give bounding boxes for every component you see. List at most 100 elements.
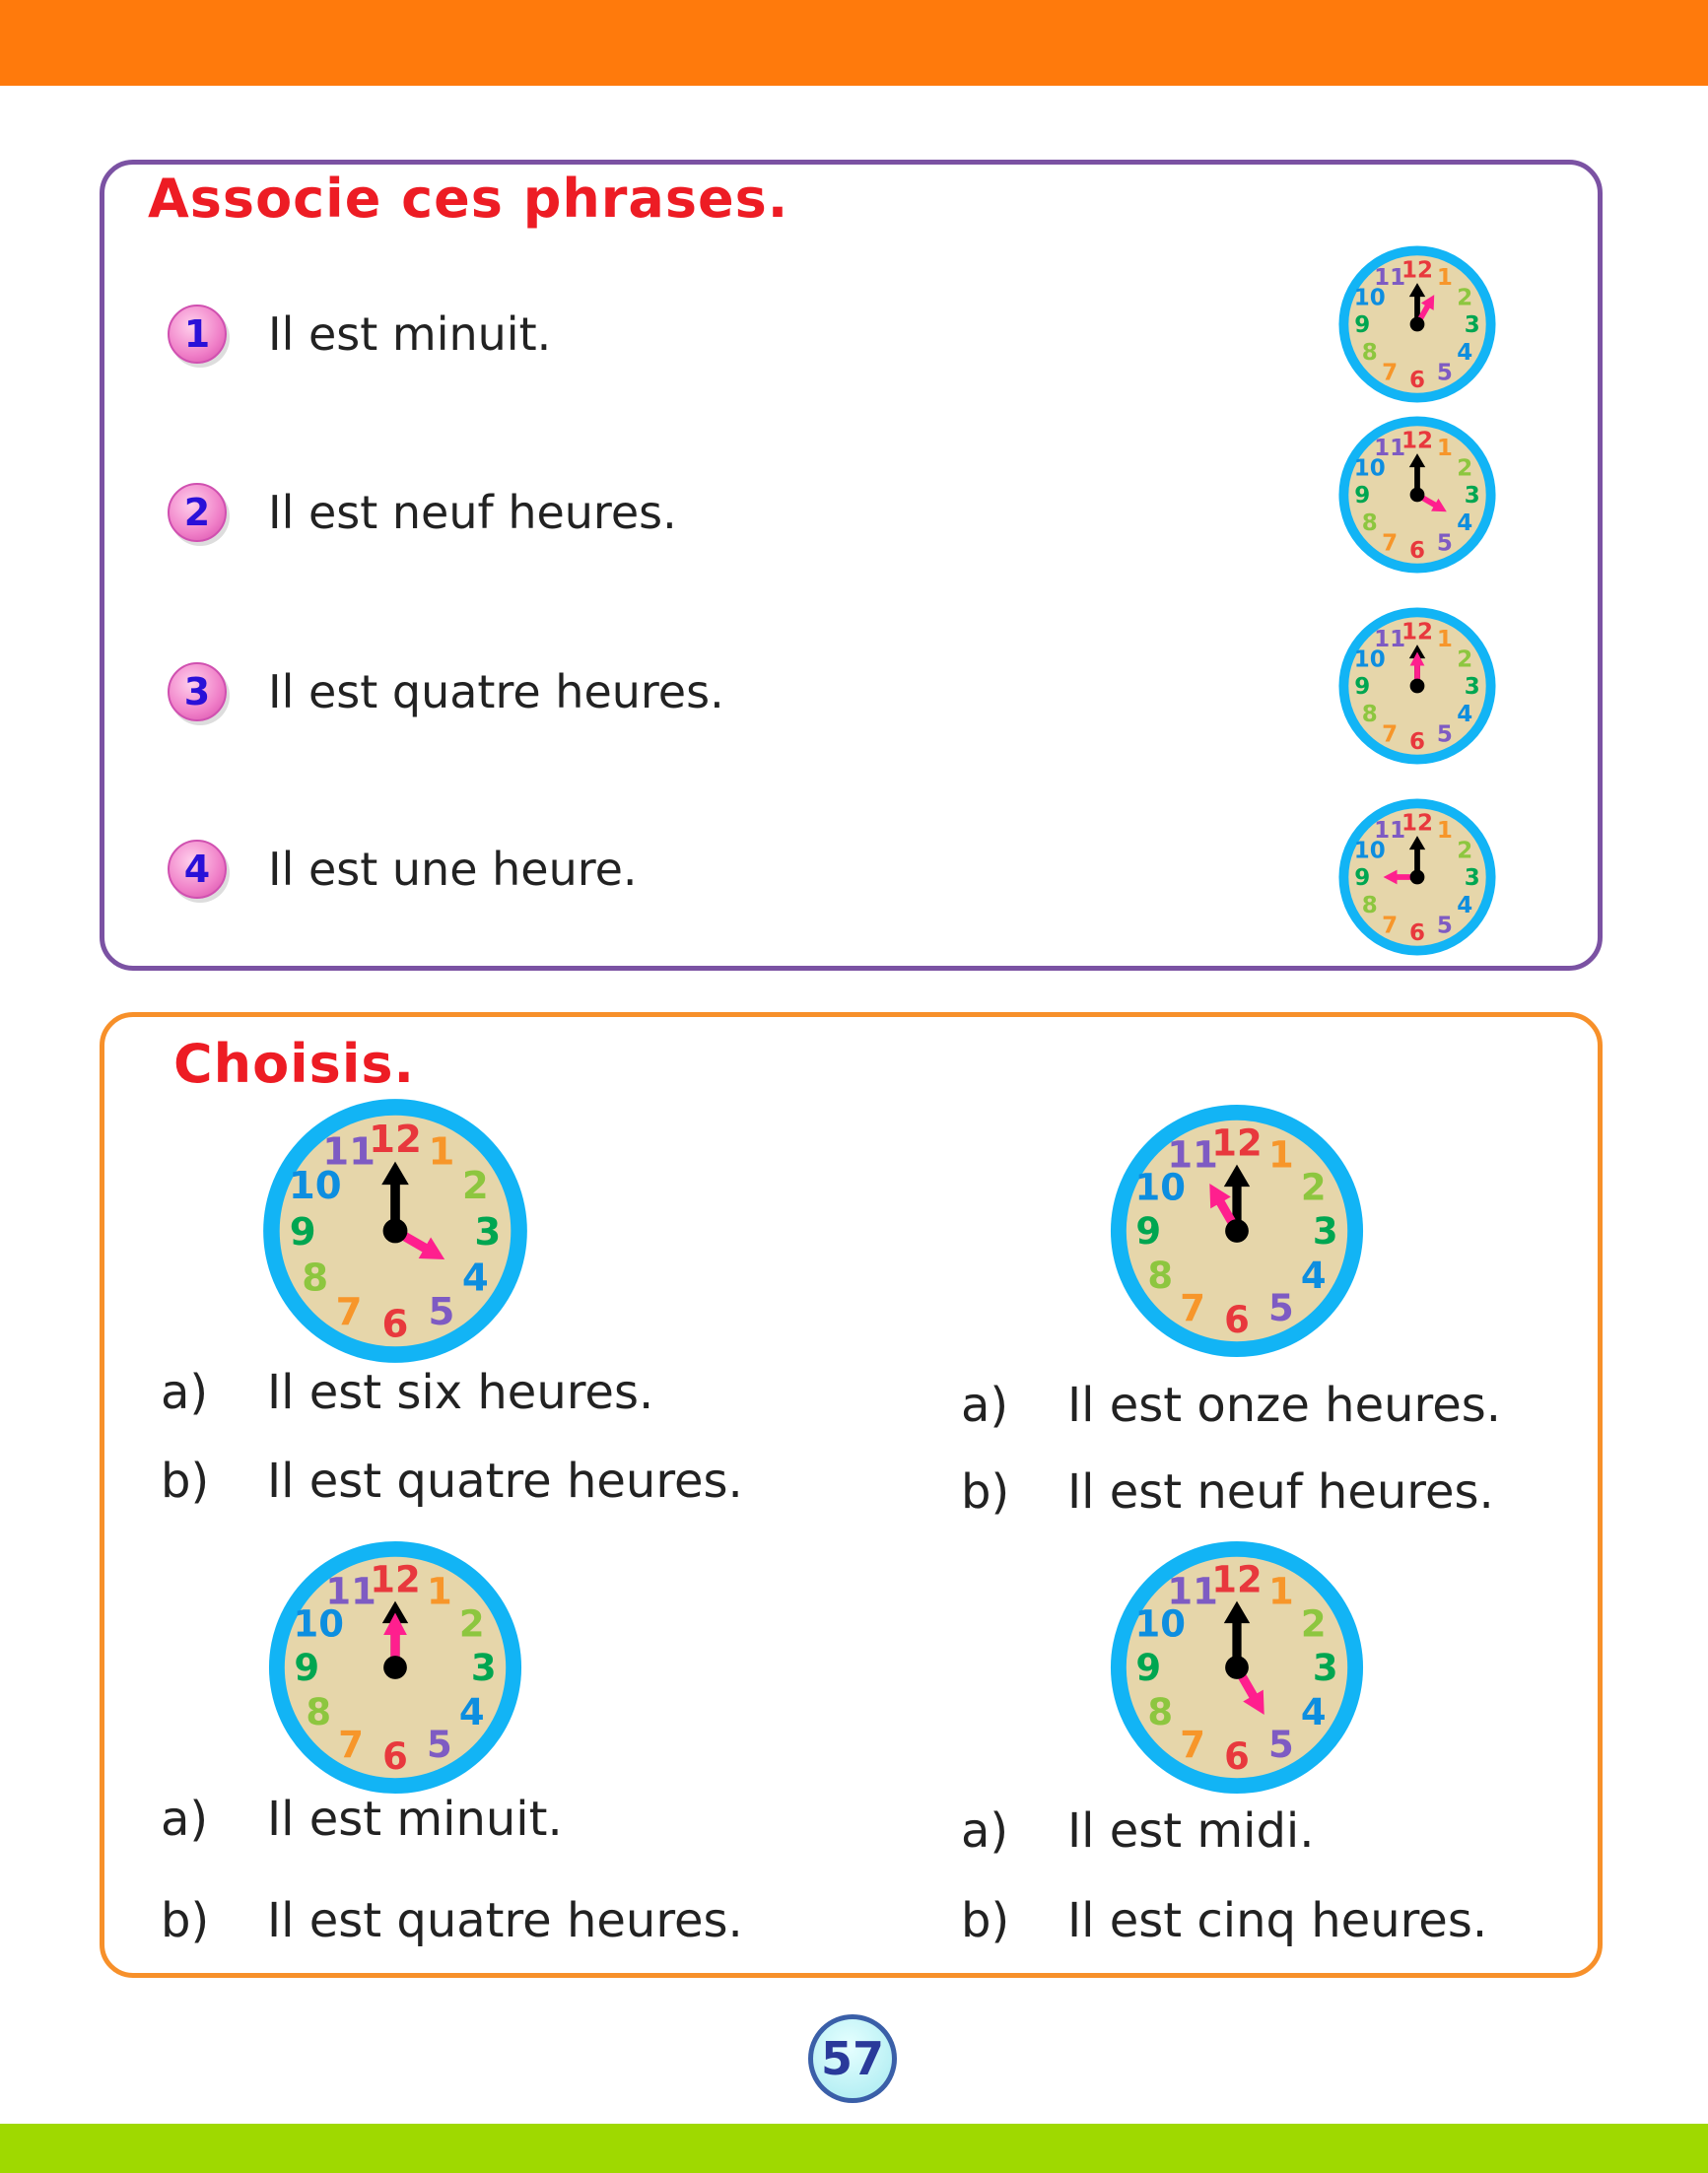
clock-numeral: 8 (1147, 1691, 1173, 1733)
sentence: Il est minuit. (268, 307, 552, 361)
minute-hand-arrow (381, 1161, 409, 1186)
clock-numeral: 10 (1135, 1166, 1186, 1208)
clock-numeral: 9 (1354, 865, 1370, 891)
clock-numeral: 8 (1362, 510, 1378, 536)
clock-numeral: 1 (1437, 818, 1453, 844)
clock-numeral: 7 (1382, 530, 1398, 556)
clock-numeral: 4 (1457, 510, 1472, 536)
associate-item[interactable]: 2 Il est neuf heures. (168, 481, 677, 544)
clock-numeral: 7 (1382, 721, 1398, 747)
clock-numeral: 4 (462, 1256, 489, 1301)
clock-numeral: 10 (1354, 455, 1386, 481)
clock-numeral: 11 (322, 1130, 376, 1175)
option-text: Il est onze heures. (1067, 1378, 1501, 1433)
clock-numeral: 1 (1268, 1570, 1294, 1612)
option-text: Il est quatre heures. (267, 1454, 743, 1509)
option-a[interactable]: a)Il est midi. (961, 1803, 1315, 1859)
clock-numeral: 5 (427, 1724, 452, 1766)
clock-center (1409, 487, 1425, 503)
clock-numeral: 1 (1437, 627, 1453, 652)
clock-numeral: 1 (427, 1570, 452, 1612)
clock-numeral: 4 (1457, 702, 1472, 727)
option-a[interactable]: a) Il est onze heures. (961, 1378, 1501, 1433)
number-badge: 2 (168, 483, 227, 542)
minute-hand-arrow (1223, 1600, 1251, 1624)
clock-numeral: 2 (1457, 646, 1472, 672)
clock-numeral: 3 (474, 1210, 501, 1255)
clock-numeral: 10 (1135, 1602, 1186, 1645)
clock-numeral: 1 (1437, 436, 1453, 461)
clock-numeral: 1 (428, 1130, 454, 1175)
option-label: a) (161, 1365, 209, 1420)
option-b[interactable]: b)Il est neuf heures. (961, 1464, 1494, 1520)
clock-numeral: 2 (1301, 1602, 1327, 1645)
associate-item[interactable]: 4 Il est une heure. (168, 838, 638, 901)
top-color-bar (0, 0, 1708, 86)
clock-numeral: 10 (289, 1164, 342, 1208)
clock-numeral: 7 (338, 1724, 364, 1766)
clock-numeral: 12 (1401, 257, 1433, 283)
clock-numeral: 4 (1457, 893, 1472, 918)
associate-exercise-box (100, 160, 1603, 971)
minute-hand-arrow (1408, 283, 1426, 298)
clock-numeral: 2 (1301, 1166, 1327, 1208)
clock-numeral: 9 (294, 1647, 319, 1689)
option-label: a) (161, 1792, 209, 1847)
clock-numeral: 7 (1180, 1724, 1205, 1766)
minute-hand-arrow (1408, 645, 1426, 659)
option-b[interactable]: b) Il est quatre heures. (161, 1454, 743, 1509)
option-label: b) (961, 1464, 1010, 1520)
clock-numeral: 6 (382, 1303, 409, 1347)
clock-numeral: 12 (370, 1558, 420, 1600)
clock-numeral: 5 (1268, 1287, 1294, 1329)
clock-numeral: 11 (1374, 818, 1405, 844)
clock-center (1225, 1656, 1249, 1679)
clock-numeral: 6 (1224, 1735, 1250, 1778)
option-a[interactable]: a)Il est minuit. (161, 1792, 563, 1847)
clock-numeral: 5 (1437, 530, 1453, 556)
option-label: b) (961, 1893, 1010, 1948)
minute-hand-arrow (1223, 1164, 1251, 1188)
clock-numeral: 10 (1354, 285, 1386, 310)
associate-item[interactable]: 3 Il est quatre heures. (168, 660, 724, 723)
clock-numeral: 7 (336, 1290, 363, 1334)
clock-numeral: 7 (1382, 360, 1398, 385)
associate-item[interactable]: 1 Il est minuit. (168, 303, 551, 366)
clock-numeral: 6 (1409, 920, 1425, 946)
option-b[interactable]: b)Il est quatre heures. (161, 1893, 743, 1948)
clock-numeral: 2 (1457, 455, 1472, 481)
clock-numeral: 3 (1465, 312, 1480, 338)
choose-title: Choisis. (173, 1033, 415, 1095)
option-b[interactable]: b) Il est cinq heures. (961, 1893, 1487, 1948)
clock-numeral: 9 (1135, 1647, 1161, 1689)
clock-numeral: 12 (1401, 619, 1433, 645)
number-badge: 4 (168, 840, 227, 899)
clock-numeral: 8 (1147, 1255, 1173, 1297)
option-label: b) (161, 1454, 210, 1509)
number-badge: 1 (168, 305, 227, 364)
option-label: a) (961, 1378, 1009, 1433)
option-a[interactable]: a)Il est six heures. (161, 1365, 653, 1420)
clock-numeral: 9 (1135, 1210, 1161, 1253)
clock-numeral: 11 (1374, 265, 1405, 291)
clock-numeral: 4 (459, 1691, 485, 1733)
bottom-color-bar (0, 2124, 1708, 2173)
clock-numeral: 2 (1457, 838, 1472, 863)
minute-hand-arrow (1408, 836, 1426, 850)
sentence: Il est une heure. (268, 843, 638, 896)
clock-numeral: 5 (1268, 1724, 1294, 1766)
option-text: Il est cinq heures. (1067, 1893, 1488, 1948)
